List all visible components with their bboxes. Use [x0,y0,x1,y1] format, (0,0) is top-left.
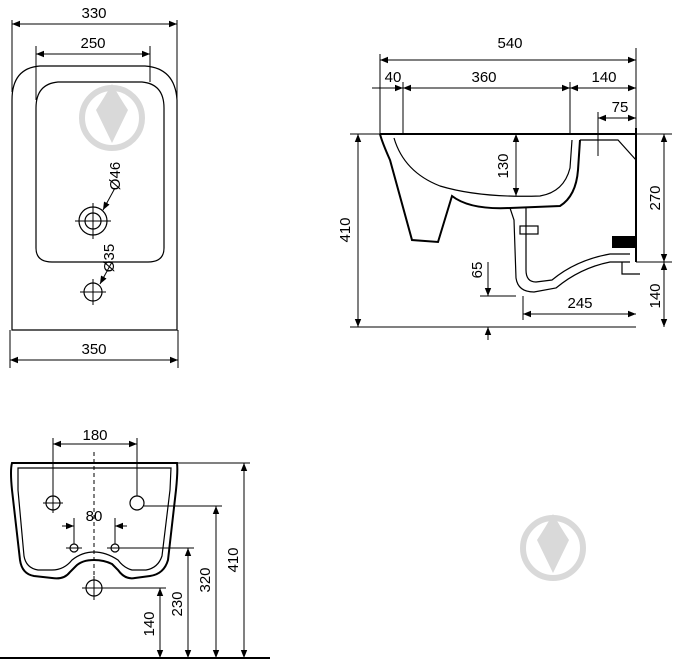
side-view: 540 40 360 140 75 130 410 270 140 65 [337,35,672,340]
dim-230: 230 [169,591,186,616]
dim-270: 270 [647,185,664,210]
watermark-drop-icon [79,84,145,151]
dim-80: 80 [86,508,103,525]
dim-drain-diameter: Ø35 [101,244,118,272]
front-basin [35,81,165,263]
dim-410-rear: 410 [225,547,242,572]
front-outline [11,65,178,331]
rear-view: 180 80 410 320 230 140 [0,427,270,659]
dim-540: 540 [497,35,522,52]
dim-140-rear: 140 [141,611,158,636]
dim-245: 245 [567,295,592,312]
dim-330: 330 [81,5,106,22]
fixing-hole-right [129,495,145,511]
watermark-drop-icon [520,514,586,581]
side-bowl [393,137,573,197]
dim-320: 320 [197,567,214,592]
dim-65: 65 [469,262,486,279]
dim-40: 40 [385,69,402,86]
dim-180: 180 [82,427,107,444]
dim-350: 350 [81,341,106,358]
front-view: 330 250 Ø46 Ø35 350 [9,5,179,368]
dim-250: 250 [80,35,105,52]
dim-410-side: 410 [337,217,354,242]
side-shell [379,133,581,244]
waste-pipe [509,207,630,293]
dim-140-top: 140 [591,69,616,86]
dim-140-side: 140 [647,283,664,308]
dim-tap-diameter: Ø46 [107,162,124,190]
dim-130: 130 [495,153,512,178]
dim-75: 75 [612,99,629,116]
rear-support [580,139,637,161]
dim-360: 360 [471,69,496,86]
